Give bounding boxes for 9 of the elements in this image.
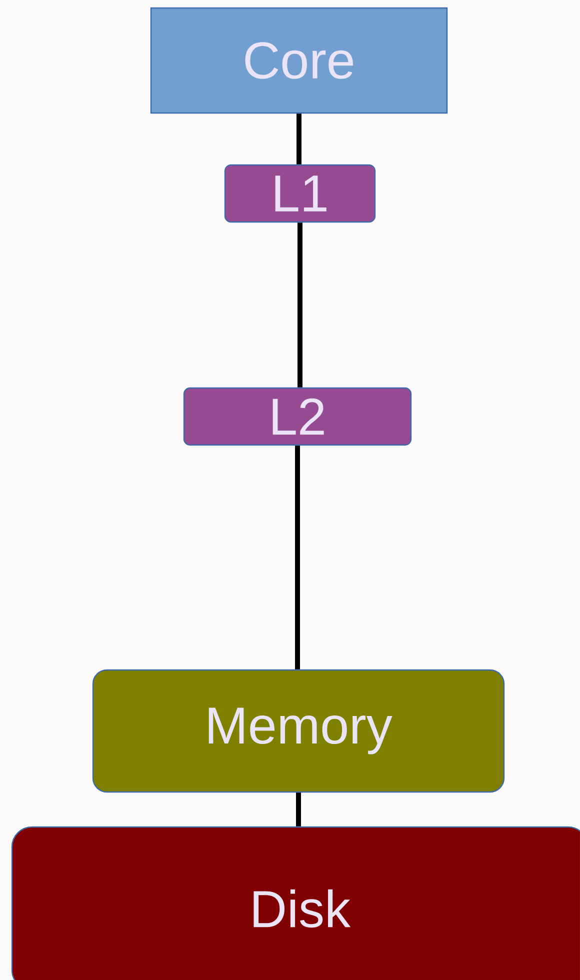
- core-box: Core: [150, 7, 448, 114]
- disk-box: Disk: [11, 826, 580, 980]
- cache-box: L1: [224, 164, 376, 223]
- connector-line: [295, 446, 300, 670]
- memory-box: Memory: [92, 669, 505, 793]
- cache-box: L2: [183, 387, 412, 446]
- connector-line: [296, 114, 302, 164]
- connector-line: [296, 792, 301, 826]
- connector-line: [298, 222, 302, 388]
